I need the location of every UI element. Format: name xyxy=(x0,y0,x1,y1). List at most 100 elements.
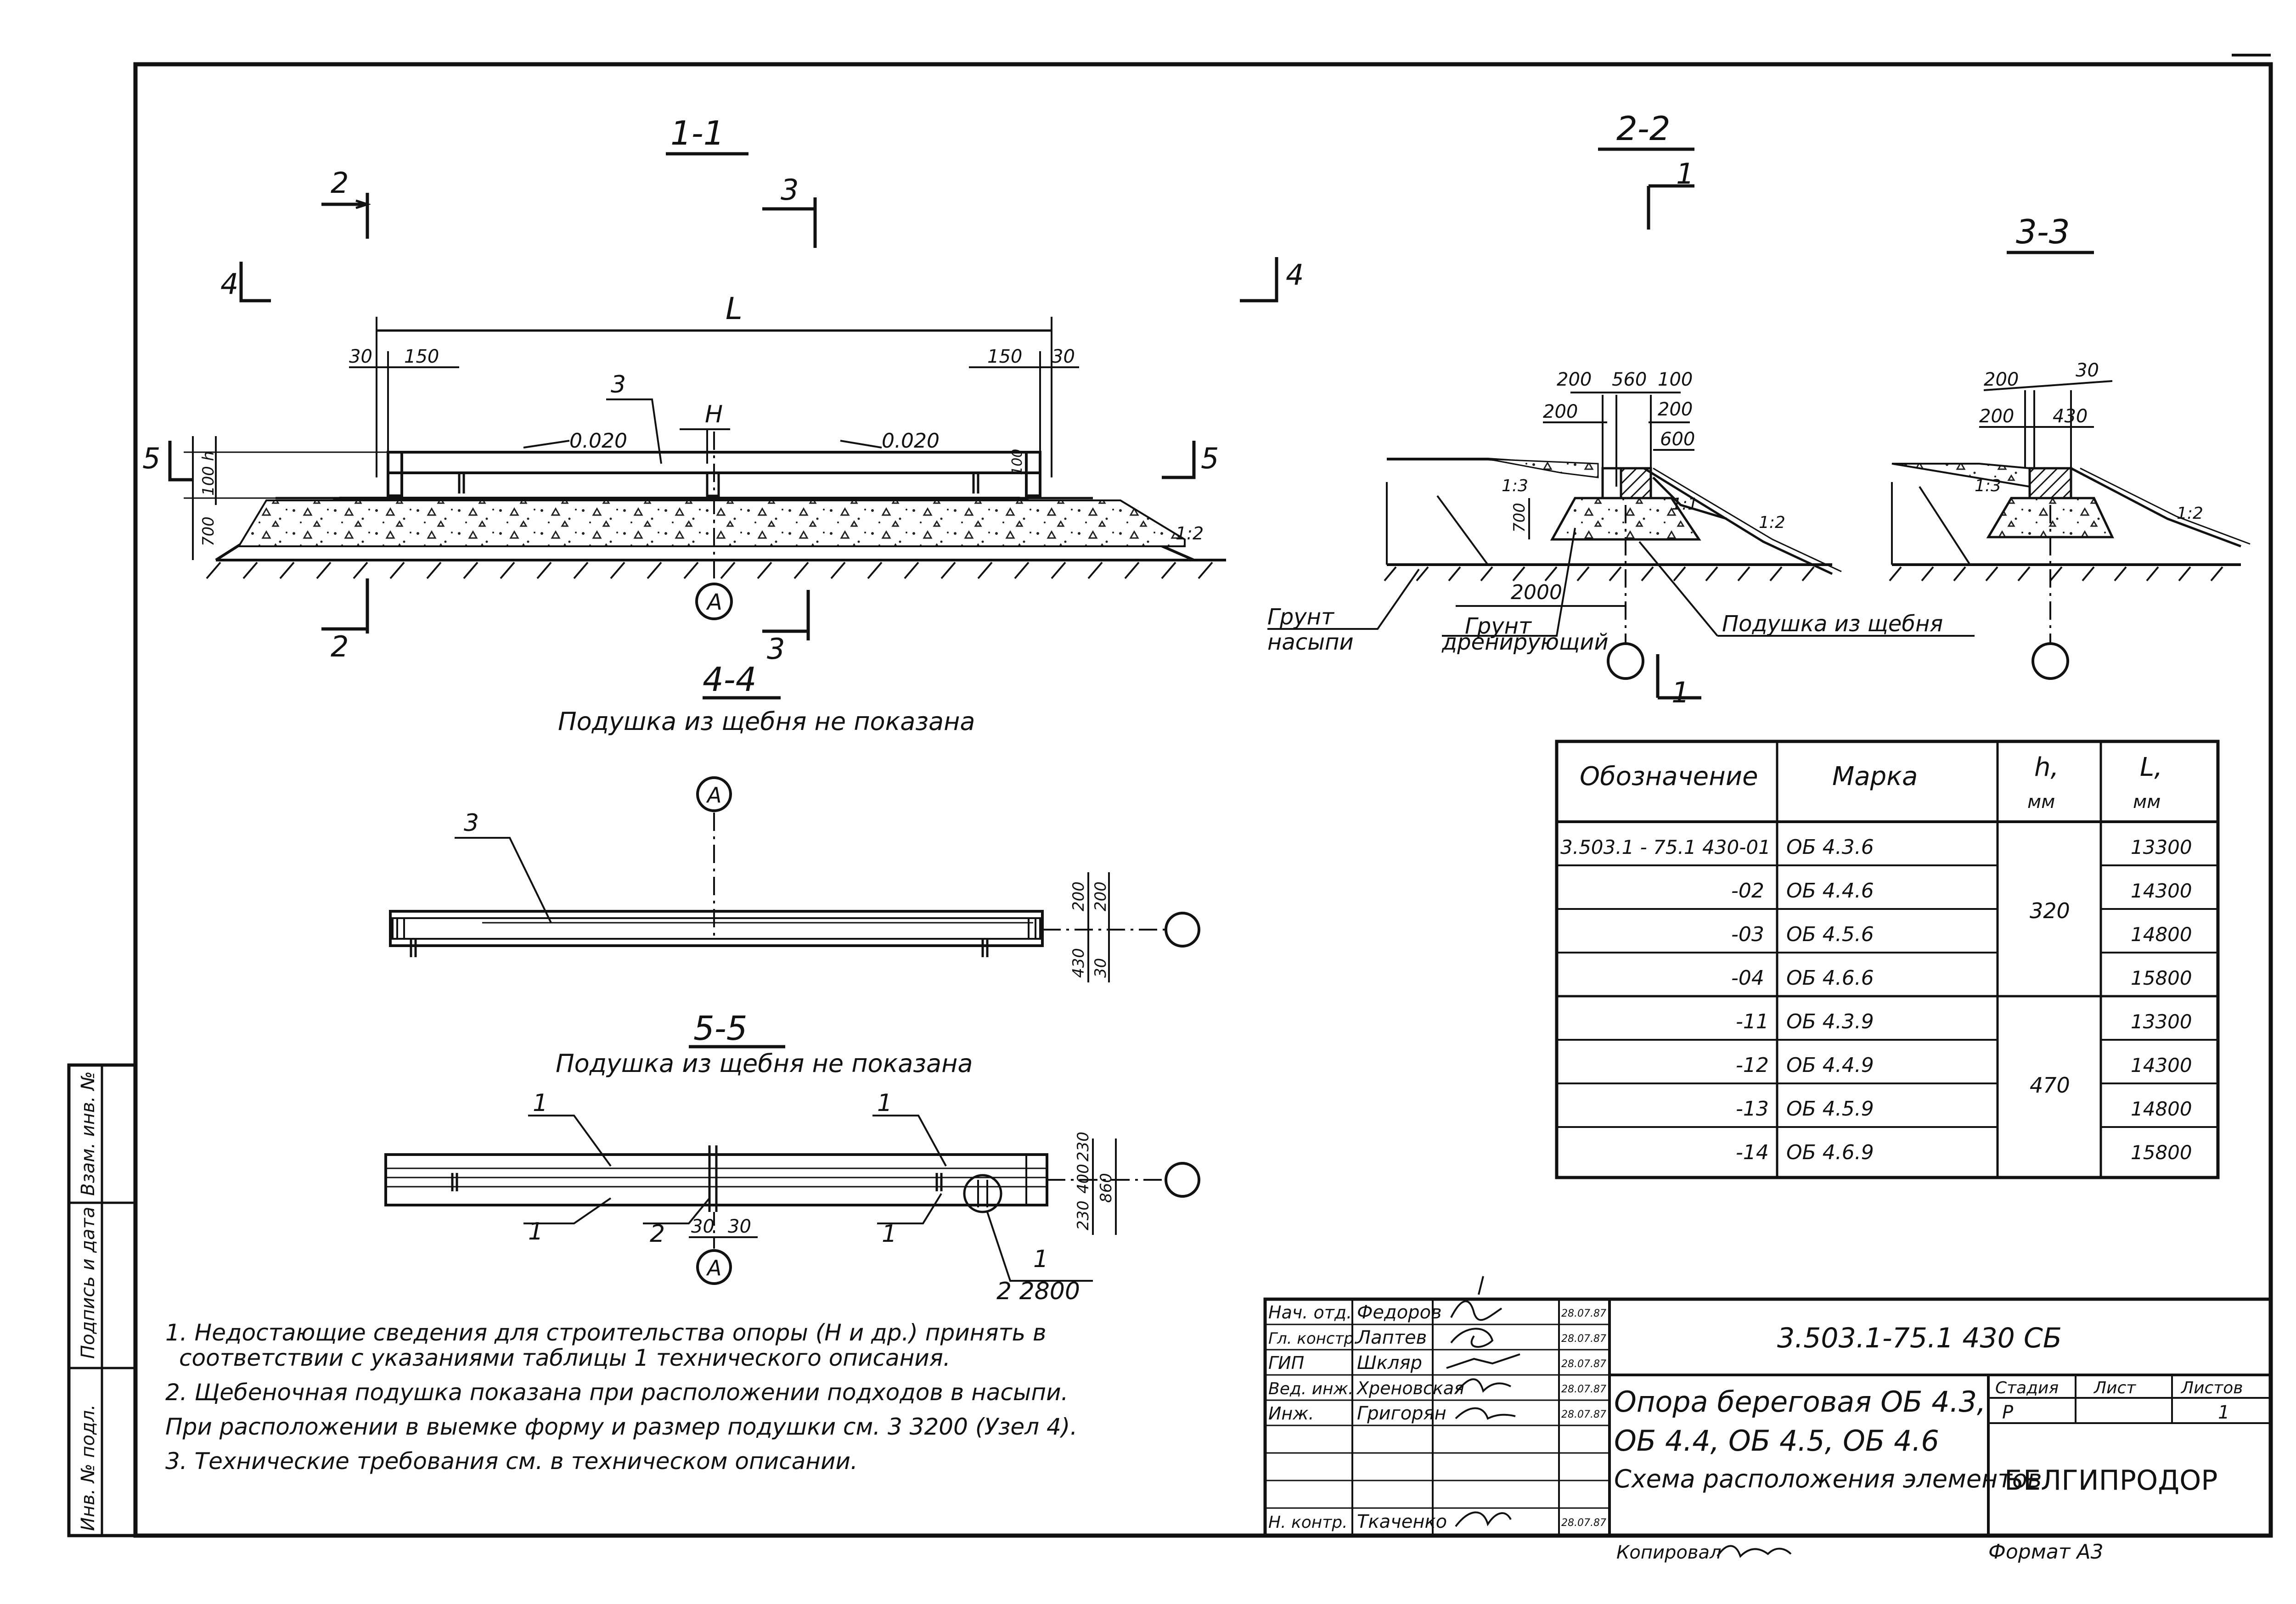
sig-role-7: Н. контр. xyxy=(1268,1513,1348,1532)
dim-400: 400 xyxy=(1074,1164,1092,1194)
dim-30-4-4: 30 xyxy=(1092,958,1110,978)
sig-date-2: 28.07.87 xyxy=(1561,1358,1606,1370)
dim-700: 700 xyxy=(199,516,218,546)
note-line-2: соответствии с указаниями таблицы 1 техн… xyxy=(179,1345,951,1371)
sig-role-2: ГИП xyxy=(1268,1353,1304,1373)
pos-1-a: 1 xyxy=(533,1089,548,1117)
td-mark-0: ОБ 4.3.6 xyxy=(1786,836,1874,859)
section-1-1-title: 1-1 xyxy=(670,114,725,152)
pos-3: 3 xyxy=(611,371,626,398)
slope-1-3-b: 1:3 xyxy=(1975,477,2001,495)
copied-label: Копировал xyxy=(1616,1542,1722,1563)
cut-2-top: 2 xyxy=(331,166,349,200)
section-3-3: 3-3 200 30 200 430 1:3 1:2 xyxy=(1889,213,2251,680)
sig-name-7: Ткаченко xyxy=(1357,1511,1447,1532)
slope-1-2-c: 1:2 xyxy=(2177,504,2203,523)
cut-5-left: 5 xyxy=(142,442,160,475)
sig-name-4: Григорян xyxy=(1357,1403,1446,1424)
sig-role-4: Инж. xyxy=(1268,1403,1314,1424)
slope-1-3: 1:3 xyxy=(1502,477,1528,495)
dim-30-right: 30 xyxy=(1052,346,1075,367)
slope-1-2: 1:2 xyxy=(1176,523,1204,544)
doc-title-2: ОБ 4.4, ОБ 4.5, ОБ 4.6 xyxy=(1614,1424,1939,1458)
dim-30-a-5-5: 30 xyxy=(691,1216,715,1237)
th-h-unit: мм xyxy=(2027,791,2055,813)
note-line-1: 1. Недостающие сведения для строительств… xyxy=(165,1319,1046,1346)
dim-230-b: 230 xyxy=(1074,1200,1092,1230)
label-H: H xyxy=(705,401,723,428)
axis-A-5-5: A xyxy=(706,1256,721,1280)
td-desig-3: -04 xyxy=(1731,966,1764,990)
dim-200-4-4-a: 200 xyxy=(1069,881,1088,911)
sig-date-4: 28.07.87 xyxy=(1561,1409,1606,1420)
dim-30-b-5-5: 30 xyxy=(728,1216,751,1237)
td-desig-2: -03 xyxy=(1731,923,1764,946)
cut-5-right: 5 xyxy=(1201,442,1219,475)
note-line-5: 3. Технические требования см. в техничес… xyxy=(165,1448,858,1475)
side-stamp: Инв. № подл. Подпись и дата Взам. инв. № xyxy=(67,1063,137,1537)
slope-1-1: 1:1 xyxy=(1671,495,1698,514)
td-L-5: 14300 xyxy=(2131,1054,2192,1077)
label-ground-drain-1: Грунт xyxy=(1465,613,1532,639)
pos-2: 2 xyxy=(650,1220,665,1248)
callout-1: 1 xyxy=(1033,1245,1048,1273)
doc-title-3: Схема расположения элементов xyxy=(1614,1464,2042,1493)
td-L-3: 15800 xyxy=(2131,967,2192,989)
callout-2800: 2 2800 xyxy=(996,1278,1080,1305)
th-designation: Обозначение xyxy=(1580,762,1758,791)
sig-date-7: 28.07.87 xyxy=(1561,1517,1606,1529)
dim-2000: 2000 xyxy=(1511,581,1562,604)
dim-h: 100 h xyxy=(199,451,218,496)
section-2-2-title: 2-2 xyxy=(1616,109,1671,148)
td-h-group-1: 320 xyxy=(2030,898,2070,923)
sheets-label: Листов xyxy=(2180,1379,2243,1397)
note-line-3: 2. Щебеночная подушка показана при распо… xyxy=(165,1379,1068,1406)
section-5-5-subtitle: Подушка из щебня не показана xyxy=(556,1049,973,1078)
td-mark-2: ОБ 4.5.6 xyxy=(1786,923,1874,946)
td-L-1: 14300 xyxy=(2131,880,2192,902)
sig-name-3: Хреновская xyxy=(1356,1378,1464,1398)
dim-230-a: 230 xyxy=(1074,1132,1092,1161)
cut-3-bottom: 3 xyxy=(767,632,785,666)
dim-150-left: 150 xyxy=(404,346,439,367)
pos-1-b: 1 xyxy=(877,1089,892,1117)
slope-left: 0.020 xyxy=(569,429,627,453)
td-desig-4: -11 xyxy=(1736,1010,1769,1033)
format-label: Формат А3 xyxy=(1988,1540,2104,1564)
dim-L: L xyxy=(726,291,743,326)
dim-560: 560 xyxy=(1612,369,1647,390)
pos-1-c: 1 xyxy=(528,1218,543,1245)
td-mark-7: ОБ 4.6.9 xyxy=(1786,1141,1874,1164)
sig-date-3: 28.07.87 xyxy=(1561,1384,1606,1395)
cut-3-top: 3 xyxy=(781,173,799,207)
td-mark-4: ОБ 4.3.9 xyxy=(1786,1010,1874,1033)
slope-right: 0.020 xyxy=(882,429,940,453)
dim-860: 860 xyxy=(1097,1173,1115,1203)
td-desig-1: -02 xyxy=(1731,879,1764,903)
sig-name-0: Федоров xyxy=(1357,1302,1442,1323)
ground-hatch-1-1 xyxy=(206,561,1213,579)
title-block: Нач. отд. Федоров 28.07.87 Гл. констр. Л… xyxy=(1263,1276,2273,1564)
dim-100: 100 xyxy=(1658,369,1693,390)
td-L-0: 13300 xyxy=(2131,836,2192,858)
axis-A-1-1: A xyxy=(706,589,722,615)
sig-role-3: Вед. инж. xyxy=(1268,1380,1353,1398)
label-cushion: Подушка из щебня xyxy=(1722,611,1943,637)
cut-4-right: 4 xyxy=(1286,258,1304,292)
td-desig-5: -12 xyxy=(1736,1054,1769,1077)
sig-date-1: 28.07.87 xyxy=(1561,1333,1606,1345)
dim-30-left: 30 xyxy=(349,346,372,367)
dim-200-b: 200 xyxy=(1543,401,1578,422)
cut-1-bottom: 1 xyxy=(1671,676,1689,709)
org-name: БЕЛГИПРОДОР xyxy=(2004,1464,2217,1497)
dim-200-a: 200 xyxy=(1557,369,1592,390)
doc-title-1: Опора береговая ОБ 4.3, xyxy=(1614,1385,1986,1419)
sheets-value: 1 xyxy=(2218,1402,2229,1423)
dim-200-4-4-b: 200 xyxy=(1092,881,1110,911)
sig-role-1: Гл. констр. xyxy=(1268,1329,1359,1348)
specification-table: Обозначение Марка h, мм L, мм 3.503.1 - … xyxy=(1555,740,2220,1179)
td-L-6: 14800 xyxy=(2131,1098,2192,1120)
pos-3-4-4: 3 xyxy=(464,809,479,837)
sig-role-0: Нач. отд. xyxy=(1268,1302,1352,1323)
sig-name-2: Шкляр xyxy=(1357,1352,1422,1374)
